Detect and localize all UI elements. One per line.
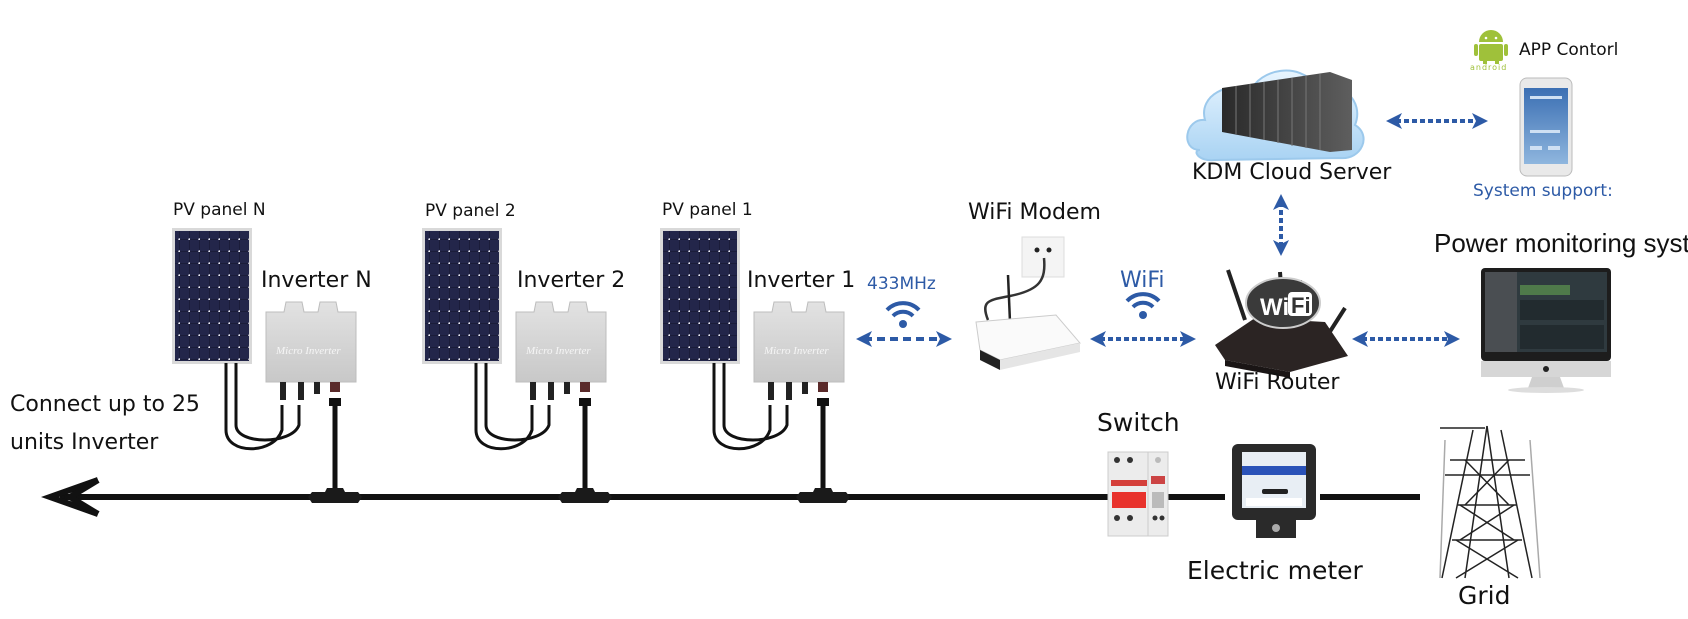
dc-cable	[722, 363, 789, 442]
inverter-2-label: Inverter 2	[517, 268, 626, 293]
pv-panel-n-label: PV panel N	[173, 200, 266, 220]
inverter-brand-text: Micro Inverter	[763, 345, 829, 357]
system-support-label: System support:	[1473, 181, 1613, 201]
cloud-server-label: KDM Cloud Server	[1192, 160, 1392, 185]
router-wifi-badge-text: Wi	[1260, 294, 1289, 321]
svg-text:Fi: Fi	[1291, 293, 1311, 318]
ac-t-connector	[308, 488, 362, 503]
router-monitor-link-arrow	[1352, 331, 1460, 347]
monitor-device	[1481, 268, 1611, 393]
pv-panel-1-label: PV panel 1	[662, 200, 753, 220]
dc-cable	[224, 363, 284, 451]
dc-connector	[548, 382, 554, 400]
cloud-server-icon	[1186, 69, 1365, 162]
rf-link-arrow	[856, 331, 952, 347]
pv-panel-2-label: PV panel 2	[425, 201, 516, 221]
pv-panel-cells	[425, 231, 499, 361]
dc-cable	[712, 363, 772, 451]
pv-unit: Micro Inverter	[172, 228, 362, 503]
pv-unit: Micro Inverter	[422, 228, 612, 503]
connect-note-line1: Connect up to 25	[10, 392, 200, 417]
cloud-router-link-arrow	[1273, 194, 1289, 256]
ac-t-connector	[796, 488, 850, 503]
dc-connector	[298, 382, 304, 400]
ac-plug	[329, 398, 341, 406]
pv-panel-cells	[175, 231, 249, 361]
wifi-signal-icon	[885, 301, 921, 328]
wifi-signal-icon	[1125, 292, 1161, 319]
dc-cable	[234, 363, 301, 442]
ac-t-connector	[558, 488, 612, 503]
inverter-brand-text: Micro Inverter	[525, 345, 591, 357]
dc-cable	[474, 363, 534, 451]
double-chevron-left-icon	[41, 477, 100, 517]
dc-connector	[802, 382, 808, 394]
power-monitoring-label: Power monitoring system	[1434, 228, 1688, 258]
inverter-brand-text: Micro Inverter	[275, 345, 341, 357]
dc-connector	[786, 382, 792, 400]
grid-label: Grid	[1458, 581, 1511, 610]
wifi-router-label: WiFi Router	[1215, 370, 1340, 395]
android-wordmark: android	[1470, 63, 1508, 72]
micro-inverter	[753, 301, 845, 383]
app-control-label: APP Contorl	[1519, 40, 1619, 60]
inverter-n-label: Inverter N	[261, 268, 372, 293]
wifi-link-arrow	[1090, 331, 1196, 347]
wifi-modem-device	[975, 236, 1081, 370]
micro-inverter	[265, 301, 357, 383]
smartphone-device	[1519, 77, 1573, 177]
wifi-link-label: WiFi	[1120, 268, 1165, 293]
wifi-router-device: Wi Fi	[1215, 269, 1348, 378]
electric-meter-device	[1232, 444, 1316, 538]
pv-panel-cells	[663, 231, 737, 361]
inverter-1-label: Inverter 1	[747, 268, 856, 293]
connect-note-line2: units Inverter	[10, 430, 159, 455]
rf-frequency-label: 433MHz	[867, 274, 936, 294]
ac-connector	[580, 382, 590, 392]
electric-meter-label: Electric meter	[1187, 556, 1363, 585]
dc-connector	[280, 382, 286, 400]
micro-inverter	[515, 301, 607, 383]
pv-units: Micro Inverter Micro Inverter Micro Invert…	[172, 228, 850, 503]
dc-connector	[768, 382, 774, 400]
switch-label: Switch	[1097, 408, 1180, 437]
power-pylon-icon	[1439, 425, 1541, 579]
ac-connector	[330, 382, 340, 392]
dc-cable	[484, 363, 551, 442]
dc-connector	[314, 382, 320, 394]
wifi-modem-label: WiFi Modem	[968, 200, 1101, 225]
dc-connector	[530, 382, 536, 400]
cloud-app-link-arrow	[1386, 113, 1488, 129]
dc-connector	[564, 382, 570, 394]
ac-connector	[818, 382, 828, 392]
android-logo-icon	[1474, 30, 1508, 64]
ac-plug	[579, 398, 591, 406]
circuit-breaker-device	[1107, 451, 1169, 537]
ac-plug	[817, 398, 829, 406]
pv-unit: Micro Inverter	[660, 228, 850, 503]
